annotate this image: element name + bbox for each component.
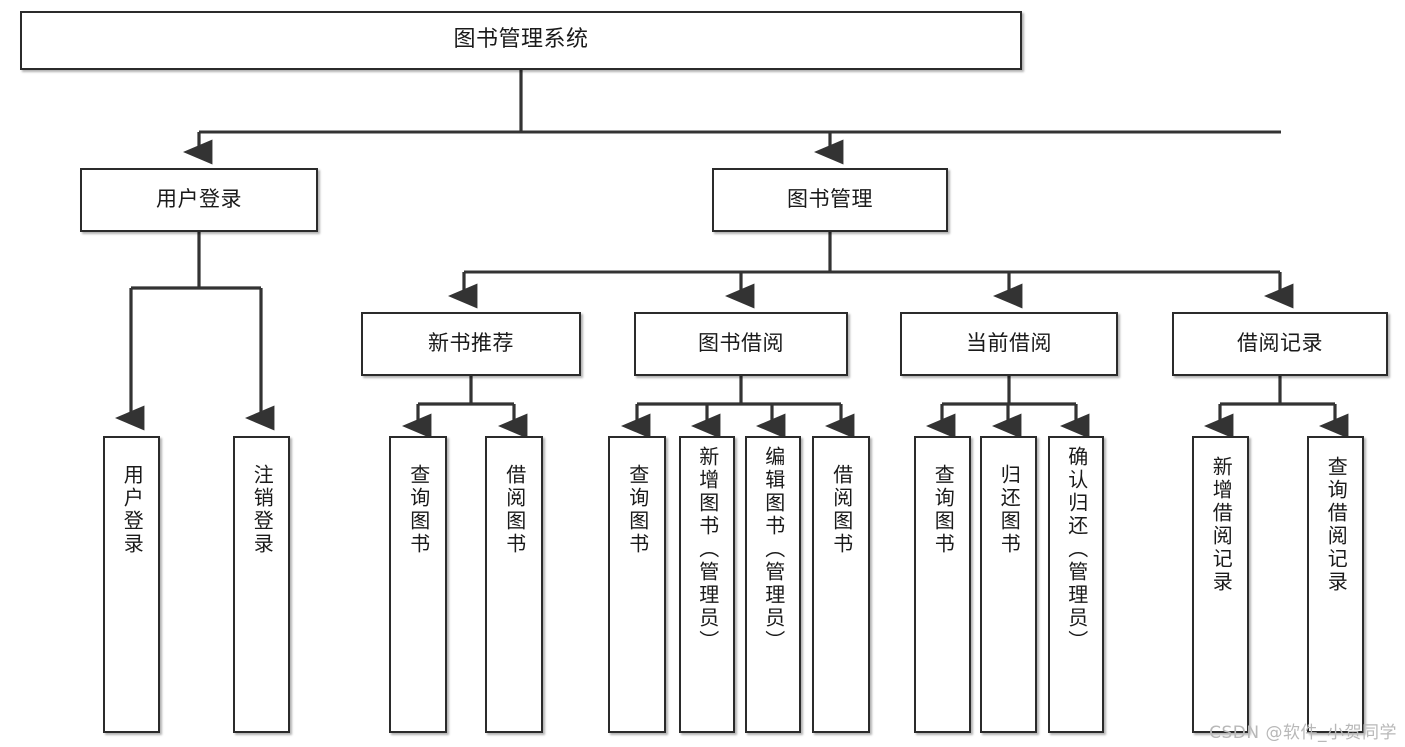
leaf-user-login-signout[interactable]: 注销登录 [233, 436, 290, 733]
node-label: 查询图书 [931, 464, 956, 556]
node-label: 归还图书 [997, 464, 1022, 556]
leaf-recommend-query-book[interactable]: 查询图书 [389, 436, 447, 733]
node-label: 用户登录 [120, 464, 145, 556]
node-label: 图书管理系统 [453, 27, 589, 53]
node-current-borrow[interactable]: 当前借阅 [900, 312, 1118, 376]
node-book-borrow[interactable]: 图书借阅 [634, 312, 848, 376]
leaf-borrow-add-book-admin[interactable]: 新增图书（管理员） [679, 436, 735, 733]
node-label: 借阅图书 [502, 464, 527, 556]
node-new-book-recommend[interactable]: 新书推荐 [361, 312, 581, 376]
node-root-system[interactable]: 图书管理系统 [20, 11, 1022, 70]
node-label: 当前借阅 [966, 331, 1052, 356]
node-label: 新书推荐 [428, 331, 514, 356]
node-label: 确认归还（管理员） [1064, 446, 1089, 653]
node-label: 注销登录 [250, 464, 275, 556]
node-label: 图书管理 [787, 187, 873, 212]
node-label: 图书借阅 [698, 331, 784, 356]
leaf-borrow-borrow-book[interactable]: 借阅图书 [812, 436, 870, 733]
leaf-current-confirm-return-admin[interactable]: 确认归还（管理员） [1048, 436, 1104, 733]
leaf-current-return-book[interactable]: 归还图书 [980, 436, 1037, 733]
node-label: 新增借阅记录 [1209, 456, 1234, 594]
node-label: 新增图书（管理员） [695, 446, 720, 653]
node-label: 查询图书 [406, 464, 431, 556]
leaf-borrow-query-book[interactable]: 查询图书 [608, 436, 666, 733]
node-label: 查询图书 [625, 464, 650, 556]
leaf-user-login-signin[interactable]: 用户登录 [103, 436, 160, 733]
node-label: 编辑图书（管理员） [761, 446, 786, 653]
node-label: 查询借阅记录 [1324, 456, 1349, 594]
leaf-current-query-book[interactable]: 查询图书 [914, 436, 971, 733]
node-label: 用户登录 [156, 187, 242, 212]
node-book-management[interactable]: 图书管理 [712, 168, 948, 232]
leaf-record-add-record[interactable]: 新增借阅记录 [1192, 436, 1249, 733]
node-label: 借阅记录 [1237, 331, 1323, 356]
leaf-record-query-record[interactable]: 查询借阅记录 [1307, 436, 1364, 733]
leaf-borrow-edit-book-admin[interactable]: 编辑图书（管理员） [745, 436, 801, 733]
leaf-recommend-borrow-book[interactable]: 借阅图书 [485, 436, 543, 733]
node-borrow-record[interactable]: 借阅记录 [1172, 312, 1388, 376]
node-user-login[interactable]: 用户登录 [80, 168, 318, 232]
node-label: 借阅图书 [829, 464, 854, 556]
